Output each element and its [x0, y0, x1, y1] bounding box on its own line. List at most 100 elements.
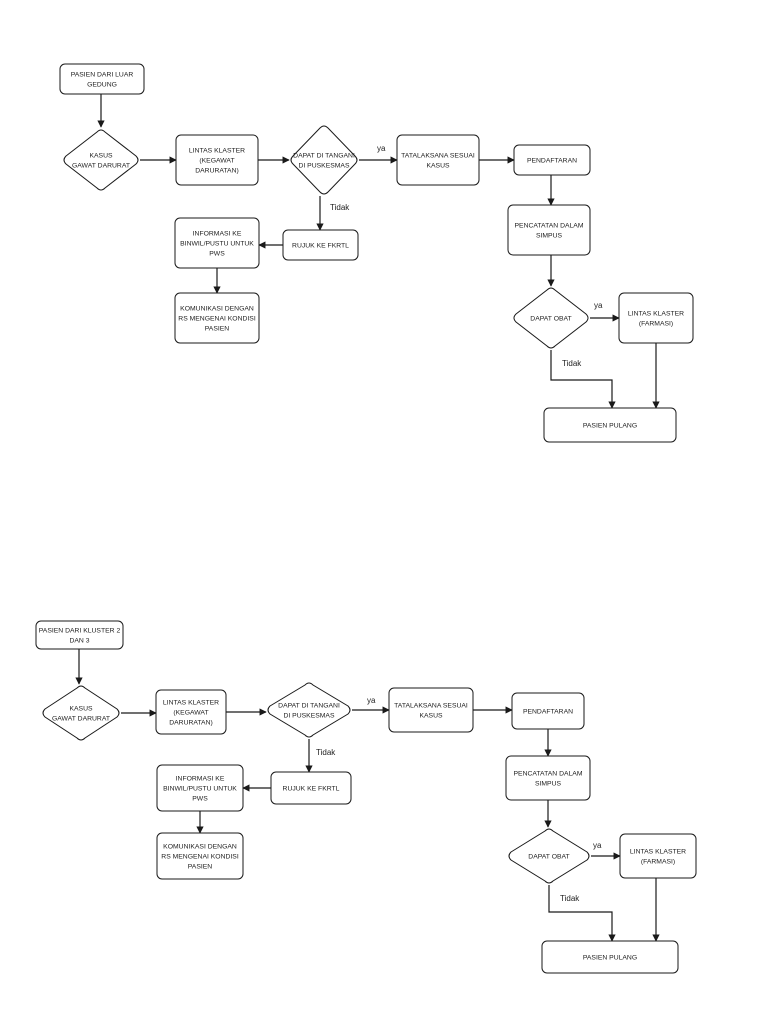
node-label: PWS [192, 795, 208, 802]
edge-label-tidak-obat: Tidak [562, 359, 582, 368]
node-label: INFORMASI KE [176, 775, 225, 782]
node-lintas: LINTAS KLASTER (KEGAWAT DARURATAN) [175, 134, 259, 186]
node-dapat: DAPAT DI TANGANI DI PUSKESMAS [290, 125, 358, 195]
decision-diamond [267, 682, 351, 738]
node-label: LINTAS KLASTER [189, 147, 245, 154]
edge-label-tidak-dapat: Tidak [330, 203, 350, 212]
process-box [507, 204, 591, 256]
process-box [175, 134, 259, 186]
node-label: DAPAT DI TANGANI [278, 702, 340, 709]
process-box [543, 407, 677, 443]
decision-diamond [513, 287, 589, 349]
node-label: RUJUK KE FKRTL [283, 785, 340, 792]
node-label: DAPAT OBAT [530, 315, 571, 322]
node-pendaftaran: PENDAFTARAN [511, 692, 585, 730]
decision-diamond [508, 828, 590, 884]
flow-arrow [550, 350, 616, 409]
edge-label-ya-obat: ya [593, 841, 602, 850]
node-pendaftaran: PENDAFTARAN [513, 144, 591, 176]
node-label: PWS [209, 250, 225, 257]
node-label: DARURATAN) [169, 719, 213, 726]
node-label: DI PUSKESMAS [284, 712, 335, 719]
process-box [174, 292, 260, 344]
process-box [35, 620, 124, 650]
node-label: DAPAT DI TANGANI [293, 152, 355, 159]
node-label: PASIEN [188, 863, 213, 870]
node-label: PASIEN DARI KLUSTER 2 [39, 627, 121, 634]
node-label: (KEGAWAT [199, 157, 234, 164]
node-label: KASUS [426, 162, 450, 169]
process-box [513, 144, 591, 176]
node-label: RS MENGENAI KONDISI [161, 853, 239, 860]
node-start: PASIEN DARI LUAR GEDUNG [59, 63, 145, 95]
node-label: KOMUNIKASI DENGAN [163, 843, 237, 850]
process-box [505, 755, 591, 801]
node-label: KOMUNIKASI DENGAN [180, 305, 254, 312]
process-box [59, 63, 145, 95]
node-dapat: DAPAT DI TANGANI DI PUSKESMAS [267, 682, 351, 738]
node-label: (FARMASI) [639, 320, 673, 327]
decision-diamond [42, 685, 120, 741]
node-label: TATALAKSANA SESUAI [394, 702, 468, 709]
node-label: PASIEN DARI LUAR [71, 71, 134, 78]
node-farmasi: LINTAS KLASTER (FARMASI) [618, 292, 694, 344]
node-komunikasi: KOMUNIKASI DENGAN RS MENGENAI KONDISI PASI… [174, 292, 260, 344]
node-label: (FARMASI) [641, 858, 675, 865]
process-box [270, 771, 352, 805]
node-pulang: PASIEN PULANG [543, 407, 677, 443]
node-tatalaksana: TATALAKSANA SESUAI KASUS [396, 134, 480, 186]
node-label: LINTAS KLASTER [163, 699, 219, 706]
process-box [541, 940, 679, 974]
node-farmasi: LINTAS KLASTER(FARMASI) [619, 833, 697, 879]
process-box [511, 692, 585, 730]
edge-label-ya-obat: ya [594, 301, 603, 310]
node-label: GAWAT DARURAT [52, 715, 110, 722]
node-komunikasi: KOMUNIKASI DENGAN RS MENGENAI KONDISI PASI… [156, 832, 244, 880]
node-label: DI PUSKESMAS [299, 162, 350, 169]
node-obat: DAPAT OBAT [513, 287, 589, 349]
node-label: PASIEN PULANG [583, 422, 637, 429]
node-label: DAPAT OBAT [528, 853, 569, 860]
node-kasus: KASUS GAWAT DARURAT [63, 129, 139, 191]
process-box [155, 689, 227, 735]
node-obat: DAPAT OBAT [508, 828, 590, 884]
node-label: PENCATATAN DALAM [515, 222, 584, 229]
process-box [396, 134, 480, 186]
flow-arrow [548, 885, 616, 942]
process-box [156, 832, 244, 880]
node-pulang: PASIEN PULANG [541, 940, 679, 974]
edge-label-ya-dapat: ya [367, 696, 376, 705]
node-rujuk: RUJUK KE FKRTL [270, 771, 352, 805]
node-label: BINWIL/PUSTU UNTUK [180, 240, 254, 247]
node-label: GAWAT DARURAT [72, 162, 130, 169]
node-label: KASUS [89, 152, 113, 159]
node-label: GEDUNG [87, 81, 117, 88]
edge-label-ya-dapat: ya [377, 144, 386, 153]
node-rujuk: RUJUK KE FKRTL [282, 229, 359, 261]
node-informasi: INFORMASI KE BINWIL/PUSTU UNTUK PWS [174, 217, 260, 269]
decision-diamond [290, 125, 358, 195]
node-label: TATALAKSANA SESUAI [401, 152, 475, 159]
node-label: LINTAS KLASTER [628, 310, 684, 317]
edge-label-tidak-dapat: Tidak [316, 748, 336, 757]
node-label: RS MENGENAI KONDISI [178, 315, 256, 322]
process-box [282, 229, 359, 261]
node-label: PASIEN PULANG [583, 954, 637, 961]
edge-label-tidak-obat: Tidak [560, 894, 580, 903]
node-label: KASUS [419, 712, 443, 719]
process-box [388, 687, 474, 733]
node-label: RUJUK KE FKRTL [292, 242, 349, 249]
node-label: SIMPUS [535, 780, 562, 787]
node-label: DARURATAN) [195, 167, 239, 174]
node-label: INFORMASI KE [193, 230, 242, 237]
process-box [156, 764, 244, 812]
node-label: PASIEN [205, 325, 230, 332]
flowchart-luar-gedung: PASIEN DARI LUAR GEDUNG KASUS GAWAT DARURAT… [59, 63, 694, 443]
